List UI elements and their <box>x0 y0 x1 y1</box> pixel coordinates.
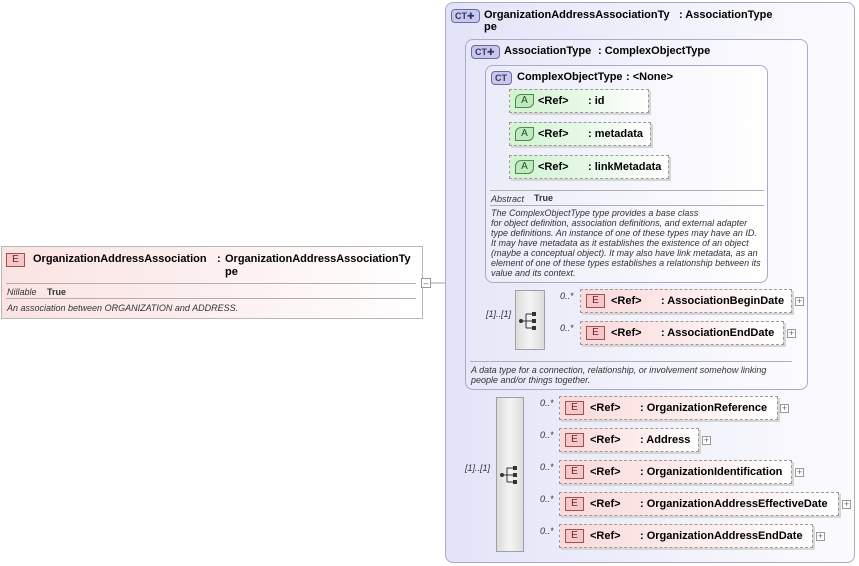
element-badge-icon: E <box>586 294 605 308</box>
attribute-name: : metadata <box>588 128 644 140</box>
root-element-name: OrganizationAddressAssociation <box>33 253 207 265</box>
expand-plus-icon[interactable]: + <box>780 403 789 413</box>
ct-object-doc-line: The ComplexObjectType type provides a ba… <box>491 208 699 218</box>
collapse-minus-icon[interactable]: – <box>421 278 431 288</box>
root-type-separator: : <box>217 253 221 265</box>
attribute-ref: <Ref> <box>538 128 569 140</box>
element-name: : AssociationBeginDate <box>661 295 785 307</box>
expand-plus-icon[interactable]: + <box>795 296 804 306</box>
ct-assoc-divider <box>470 361 792 362</box>
attribute-badge-icon: A <box>515 94 534 108</box>
expand-plus-icon[interactable]: + <box>787 328 796 338</box>
element-address[interactable]: E <Ref> : Address <box>559 428 699 452</box>
element-ref: <Ref> <box>590 434 621 446</box>
ct-outer-base-type: : AssociationType <box>679 9 773 21</box>
attribute-metadata[interactable]: A <Ref> : metadata <box>509 122 651 146</box>
element-name: : OrganizationReference <box>640 402 768 414</box>
ct-object-divider-1 <box>490 190 764 191</box>
element-association-begin-date[interactable]: E <Ref> : AssociationBeginDate <box>580 289 792 313</box>
element-organization-identification[interactable]: E <Ref> : OrganizationIdentification <box>559 460 792 484</box>
element-organization-address-effective-date[interactable]: E <Ref> : OrganizationAddressEffectiveDa… <box>559 492 839 516</box>
attribute-ref: <Ref> <box>538 95 569 107</box>
expand-plus-icon[interactable]: + <box>842 499 851 509</box>
expand-plus-icon[interactable]: + <box>795 467 804 477</box>
outer-sequence-compositor[interactable] <box>496 397 524 552</box>
ct-object-abstract-value: True <box>534 193 554 203</box>
ct-assoc-doc-line2: people and/or things together. <box>471 375 591 385</box>
ct-object-doc-line: (maybe a conceptual object). It may also… <box>491 248 758 258</box>
element-ref: <Ref> <box>590 466 621 478</box>
element-name: : Address <box>640 434 691 446</box>
element-organization-reference[interactable]: E <Ref> : OrganizationReference <box>559 396 778 420</box>
element-cardinality: 0..* <box>540 430 554 440</box>
ct-object-doc-line: for object definition, association defin… <box>491 218 748 228</box>
element-cardinality: 0..* <box>540 526 554 536</box>
ct-object-abstract-key: Abstract <box>491 194 525 204</box>
element-ref: <Ref> <box>590 498 621 510</box>
attribute-badge-icon: A <box>515 160 534 174</box>
element-badge-icon: E <box>565 401 584 415</box>
element-cardinality: 0..* <box>560 323 574 333</box>
ct-object-title: ComplexObjectType <box>517 71 623 83</box>
element-cardinality: 0..* <box>560 291 574 301</box>
root-nillable-key: Nillable <box>7 287 37 297</box>
assoc-sequence-compositor[interactable] <box>515 290 545 350</box>
element-badge-icon: E <box>565 529 584 543</box>
attribute-badge-icon: A <box>515 127 534 141</box>
complex-type-icon: CT <box>491 71 512 85</box>
element-organization-address-end-date[interactable]: E <Ref> : OrganizationAddressEndDate <box>559 524 813 548</box>
root-divider-1 <box>6 283 416 284</box>
root-documentation: An association between ORGANIZATION and … <box>7 303 239 313</box>
element-cardinality: 0..* <box>540 462 554 472</box>
ct-object-doc-line: It may have metadata as it establishes t… <box>491 238 749 248</box>
element-name: : AssociationEndDate <box>661 327 775 339</box>
attribute-link-metadata[interactable]: A <Ref> : linkMetadata <box>509 155 669 179</box>
ct-object-doc-line: value and its context. <box>491 268 576 278</box>
ct-outer-title-line1: OrganizationAddressAssociationTy <box>484 9 670 21</box>
root-type-line2: pe <box>225 266 238 278</box>
element-ref: <Ref> <box>590 530 621 542</box>
ct-assoc-base-type: : ComplexObjectType <box>598 45 711 57</box>
ct-outer-title-line2: pe <box>484 21 497 33</box>
attribute-name: : id <box>588 95 605 107</box>
element-badge-icon: E <box>565 497 584 511</box>
element-name: : OrganizationIdentification <box>640 466 783 478</box>
element-ref: <Ref> <box>590 402 621 414</box>
element-cardinality: 0..* <box>540 494 554 504</box>
ct-object-base-type: : <None> <box>626 71 674 83</box>
ct-object-doc-line: element of one of these types establishe… <box>491 258 761 268</box>
attribute-name: : linkMetadata <box>588 161 662 173</box>
complex-type-extension-icon: CT✚ <box>471 45 500 59</box>
sequence-compositor-icon <box>519 312 536 330</box>
assoc-sequence-cardinality: [1]..[1] <box>486 309 512 319</box>
element-badge-icon: E <box>565 433 584 447</box>
element-name: : OrganizationAddressEffectiveDate <box>640 498 828 510</box>
sequence-compositor-icon <box>500 466 517 484</box>
root-element-box[interactable]: E OrganizationAddressAssociation : Organ… <box>1 246 423 319</box>
element-badge-icon: E <box>565 465 584 479</box>
expand-plus-icon[interactable]: + <box>816 531 825 541</box>
attribute-ref: <Ref> <box>538 161 569 173</box>
element-association-end-date[interactable]: E <Ref> : AssociationEndDate <box>580 321 784 345</box>
ct-object-doc-line: type definitions. An instance of one of … <box>491 228 757 238</box>
element-ref: <Ref> <box>611 327 642 339</box>
outer-sequence-cardinality: [1]..[1] <box>465 463 491 473</box>
expand-plus-icon[interactable]: + <box>702 435 711 445</box>
ct-object-divider-2 <box>490 205 764 206</box>
element-cardinality: 0..* <box>540 398 554 408</box>
root-type-line1: OrganizationAddressAssociationTy <box>225 253 411 265</box>
element-badge-icon: E <box>6 253 25 267</box>
complex-type-extension-icon: CT✚ <box>451 9 480 23</box>
ct-assoc-title: AssociationType <box>504 45 592 57</box>
element-name: : OrganizationAddressEndDate <box>640 530 803 542</box>
ct-assoc-doc-line1: A data type for a connection, relationsh… <box>471 365 767 375</box>
root-nillable-value: True <box>47 287 67 297</box>
root-divider-2 <box>6 298 416 299</box>
element-badge-icon: E <box>586 326 605 340</box>
attribute-id[interactable]: A <Ref> : id <box>509 89 649 113</box>
element-ref: <Ref> <box>611 295 642 307</box>
